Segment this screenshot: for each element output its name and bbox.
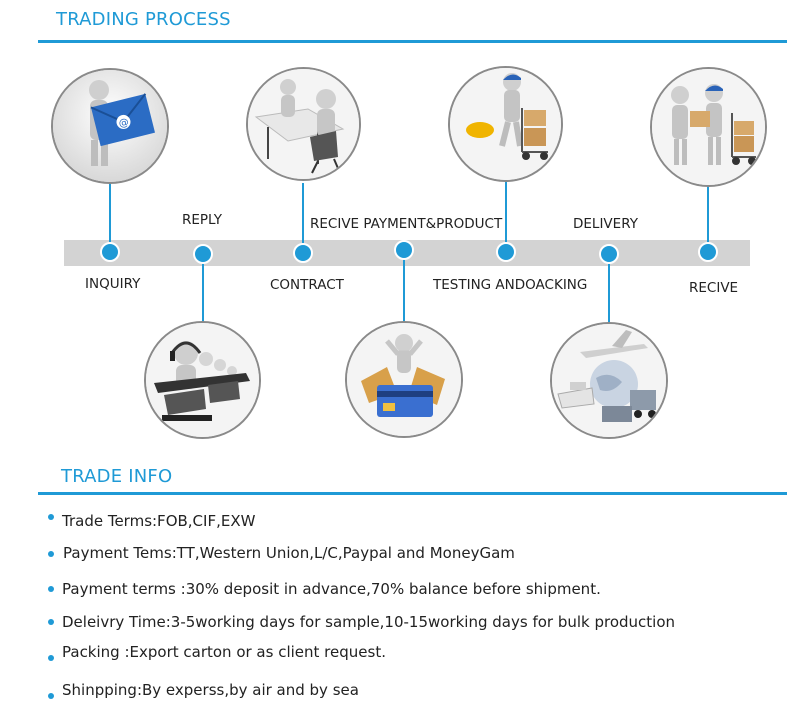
testing-illustration	[448, 66, 563, 182]
bullet-icon	[48, 586, 54, 592]
credit-card-payment-icon	[347, 323, 461, 436]
bullet-icon	[48, 655, 54, 661]
call-center-headset-icon	[146, 323, 259, 437]
timeline-dot-inquiry	[100, 242, 120, 262]
timeline-dot-contract	[293, 243, 313, 263]
info-shipping: Shinpping:By experss,by air and by sea	[62, 681, 359, 699]
delivery-illustration	[550, 322, 668, 439]
step-label-delivery: DELIVERY	[573, 216, 638, 232]
trading-process-title: TRADING PROCESS	[56, 9, 231, 30]
timeline-dot-delivery	[599, 244, 619, 264]
bullet-icon	[48, 551, 54, 557]
recive-illustration	[650, 67, 767, 187]
timeline-dot-payment	[394, 240, 414, 260]
connector-delivery	[608, 254, 610, 324]
svg-text:@: @	[118, 117, 130, 130]
connector-testing	[505, 180, 507, 252]
connector-reply	[202, 254, 204, 324]
timeline-dot-recive	[698, 242, 718, 262]
info-delivery-time: Deleivry Time:3-5working days for sample…	[62, 613, 676, 631]
info-trade-terms: Trade Terms:FOB,CIF,EXW	[62, 512, 256, 530]
connector-payment	[403, 250, 405, 325]
info-payment-terms: Payment terms :30% deposit in advance,70…	[62, 580, 601, 598]
step-label-contract: CONTRACT	[270, 277, 344, 293]
timeline-dot-testing	[496, 242, 516, 262]
connector-inquiry	[109, 182, 111, 252]
bullet-icon	[48, 619, 54, 625]
connector-recive	[707, 186, 709, 252]
step-label-reply: REPLY	[182, 212, 223, 228]
contract-illustration	[246, 67, 361, 181]
inquiry-illustration: @	[51, 68, 169, 184]
info-packing: Packing :Export carton or as client requ…	[62, 643, 386, 661]
meeting-table-icon	[248, 69, 359, 179]
trading-process-divider	[38, 40, 787, 43]
bullet-icon	[48, 693, 54, 699]
globe-plane-ship-icon	[552, 324, 666, 437]
step-label-recive: RECIVE	[689, 280, 739, 296]
info-payment-tems: Payment Tems:TT,Western Union,L/C,Paypal…	[63, 544, 515, 562]
payment-illustration	[345, 321, 463, 438]
timeline-dot-reply	[193, 244, 213, 264]
email-envelope-figure-icon: @	[53, 70, 167, 182]
reply-illustration	[144, 321, 261, 439]
step-label-inquiry: INQUIRY	[85, 276, 141, 292]
step-label-testing: TESTING ANDOACKING	[433, 277, 588, 293]
connector-contract	[302, 183, 304, 253]
bullet-icon	[48, 514, 54, 520]
worker-cart-boxes-icon	[450, 68, 561, 180]
package-handover-icon	[652, 69, 765, 185]
trade-info-title: TRADE INFO	[61, 466, 173, 487]
trade-info-divider	[38, 492, 787, 495]
step-label-payment: RECIVE PAYMENT&PRODUCT	[310, 216, 503, 232]
